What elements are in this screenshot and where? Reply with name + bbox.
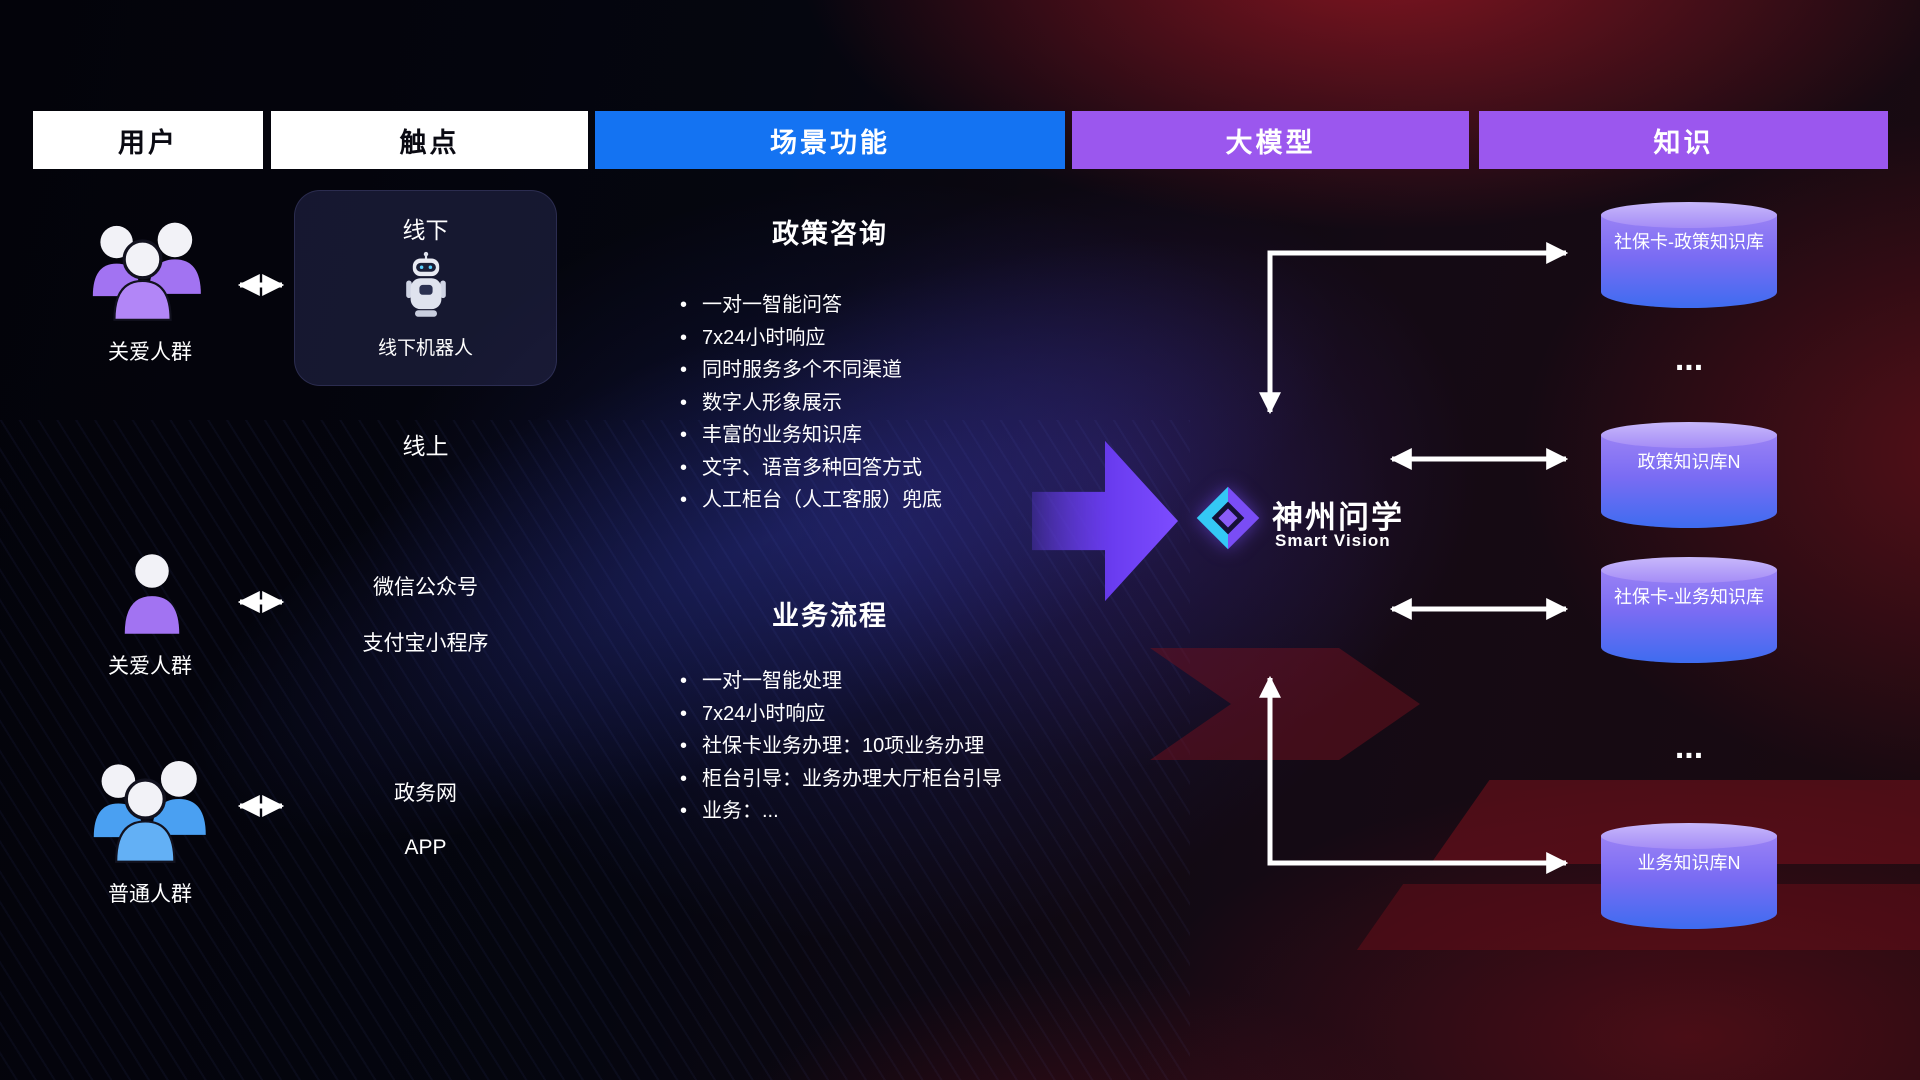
channel-app: APP [404, 836, 447, 859]
scenario-policy-list: 一对一智能问答 7x24小时响应 同时服务多个不同渠道 数字人形象展示 丰富的业… [678, 289, 1078, 517]
knowledge-db-label: 社保卡-业务知识库 [1614, 587, 1764, 607]
header-touchpoints: 触点 [271, 111, 588, 169]
database-icon [1601, 836, 1777, 929]
user-single-purple-icon [124, 554, 180, 634]
user-group-label: 关爱人群 [108, 341, 192, 364]
header-scenario-functions: 场景功能 [595, 111, 1065, 169]
knowledge-ellipsis: ... [1674, 340, 1704, 378]
list-item: 社保卡业务办理：10项业务办理 [678, 730, 1078, 763]
offline-robot-label: 线下机器人 [377, 338, 473, 359]
robot-icon [405, 251, 446, 317]
list-item: 同时服务多个不同渠道 [678, 354, 1078, 387]
database-icon [1601, 557, 1777, 583]
knowledge-db-label: 政策知识库N [1637, 452, 1741, 472]
channel-alipay: 支付宝小程序 [362, 632, 489, 655]
channel-gov-web: 政务网 [394, 782, 457, 805]
database-icon [1601, 202, 1777, 228]
scenario-policy-title: 政策咨询 [772, 219, 888, 249]
database-icon [1601, 422, 1777, 448]
diamond-logo-icon [1196, 486, 1260, 550]
list-item: 一对一智能处理 [678, 665, 1078, 698]
model-name: 神州问学 [1272, 500, 1404, 535]
list-item: 文字、语音多种回答方式 [678, 452, 1078, 485]
header-large-model: 大模型 [1072, 111, 1469, 169]
database-icon [1601, 570, 1777, 663]
red-chevron-decor [1150, 648, 1420, 760]
model-subtitle: Smart Vision [1275, 531, 1391, 550]
user-group-purple-icon [92, 222, 201, 321]
knowledge-db-business-sscard: 社保卡-业务知识库 [1601, 557, 1777, 663]
database-icon [1601, 823, 1777, 849]
user-group-blue-icon [93, 760, 206, 863]
list-item: 数字人形象展示 [678, 387, 1078, 420]
list-item: 一对一智能问答 [678, 289, 1078, 322]
scenario-business-list: 一对一智能处理 7x24小时响应 社保卡业务办理：10项业务办理 柜台引导：业务… [678, 665, 1078, 828]
scenario-business-title: 业务流程 [772, 601, 888, 631]
knowledge-db-policy-sscard: 社保卡-政策知识库 [1601, 202, 1777, 308]
knowledge-db-label: 业务知识库N [1637, 853, 1741, 873]
user-group-label: 关爱人群 [108, 655, 192, 678]
list-item: 人工柜台（人工客服）兜底 [678, 484, 1078, 517]
list-item: 7x24小时响应 [678, 322, 1078, 355]
online-title: 线上 [402, 433, 449, 459]
list-item: 7x24小时响应 [678, 698, 1078, 731]
channel-wechat: 微信公众号 [373, 576, 478, 599]
user-group-label: 普通人群 [108, 883, 192, 906]
header-users: 用户 [33, 111, 263, 169]
list-item: 业务：... [678, 795, 1078, 828]
database-icon [1601, 215, 1777, 308]
offline-title: 线下 [402, 217, 449, 243]
list-item: 丰富的业务知识库 [678, 419, 1078, 452]
knowledge-db-policy-n: 政策知识库N [1601, 422, 1777, 528]
list-item: 柜台引导：业务办理大厅柜台引导 [678, 763, 1078, 796]
knowledge-db-label: 社保卡-政策知识库 [1614, 232, 1764, 252]
knowledge-ellipsis: ... [1674, 728, 1704, 766]
knowledge-db-business-n: 业务知识库N [1601, 823, 1777, 929]
database-icon [1601, 435, 1777, 528]
header-knowledge: 知识 [1479, 111, 1888, 169]
offline-touchpoint-card: 线下 线下机器人 [294, 190, 557, 386]
